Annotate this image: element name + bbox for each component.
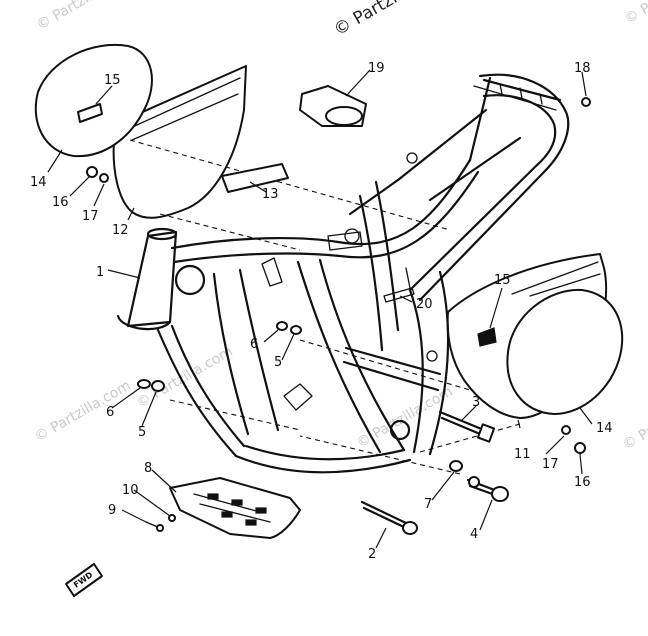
watermark: © Partzilla.com bbox=[34, 0, 136, 33]
callout-14: 14 bbox=[596, 421, 613, 436]
watermark: © Partzilla.com bbox=[622, 0, 648, 27]
main-frame bbox=[116, 73, 570, 474]
part-16-screw bbox=[574, 442, 586, 454]
left-side-cover bbox=[112, 65, 247, 219]
part-4-bolt bbox=[466, 476, 509, 502]
callout-6: 6 bbox=[106, 405, 114, 420]
reference-line bbox=[129, 139, 451, 231]
callout-15: 15 bbox=[104, 73, 121, 88]
forward-arrow-badge: FWD bbox=[65, 563, 103, 597]
part-3-bolt bbox=[438, 410, 496, 443]
callout-14: 14 bbox=[30, 175, 47, 190]
right-number-plate bbox=[477, 288, 624, 415]
callout-17: 17 bbox=[82, 209, 99, 224]
reference-line bbox=[169, 399, 301, 431]
part-20-bracket bbox=[383, 267, 415, 303]
part-7-washer bbox=[449, 460, 463, 472]
part-8-skid-plate bbox=[169, 477, 301, 539]
callout-labels: 15 14 16 17 12 13 19 18 1 20 15 6 5 6 5 … bbox=[30, 61, 613, 562]
callout-16: 16 bbox=[52, 195, 69, 210]
callout-13: 13 bbox=[262, 187, 279, 202]
reference-line bbox=[299, 435, 461, 475]
part-10-washer bbox=[168, 514, 176, 522]
part-2-bolt bbox=[360, 500, 418, 535]
leader-lines bbox=[47, 69, 593, 549]
callout-11: 11 bbox=[514, 447, 531, 462]
callout-19: 19 bbox=[368, 61, 385, 76]
left-number-plate bbox=[34, 43, 153, 158]
callout-1: 1 bbox=[96, 265, 104, 280]
callout-15: 15 bbox=[494, 273, 511, 288]
callout-17: 17 bbox=[542, 457, 559, 472]
part-9-screw bbox=[145, 521, 164, 532]
callout-5: 5 bbox=[274, 355, 282, 370]
watermark: © Partzilla.com bbox=[331, 0, 455, 40]
callout-8: 8 bbox=[144, 461, 152, 476]
watermark: © Partzilla.com bbox=[32, 378, 134, 446]
callout-10: 10 bbox=[122, 483, 139, 498]
part-18-bolt bbox=[581, 97, 591, 107]
watermark: © Partzilla.com bbox=[620, 386, 648, 454]
callout-2: 2 bbox=[368, 547, 376, 562]
callout-18: 18 bbox=[574, 61, 591, 76]
callout-5: 5 bbox=[138, 425, 146, 440]
callout-7: 7 bbox=[424, 497, 432, 512]
part-13-strip bbox=[221, 163, 289, 193]
part-16-screw bbox=[86, 166, 98, 178]
callout-20: 20 bbox=[416, 297, 433, 312]
callout-9: 9 bbox=[108, 503, 116, 518]
reference-line bbox=[159, 213, 301, 251]
callout-3: 3 bbox=[472, 395, 480, 410]
part-17-grommet bbox=[561, 425, 571, 435]
callout-6: 6 bbox=[250, 337, 258, 352]
part-6-washer bbox=[137, 321, 288, 389]
reference-line bbox=[299, 339, 471, 391]
callout-16: 16 bbox=[574, 475, 591, 490]
part-5-collar bbox=[151, 325, 302, 392]
part-19-damper bbox=[299, 85, 367, 127]
callout-12: 12 bbox=[112, 223, 129, 238]
part-17-grommet bbox=[99, 173, 109, 183]
callout-4: 4 bbox=[470, 527, 478, 542]
